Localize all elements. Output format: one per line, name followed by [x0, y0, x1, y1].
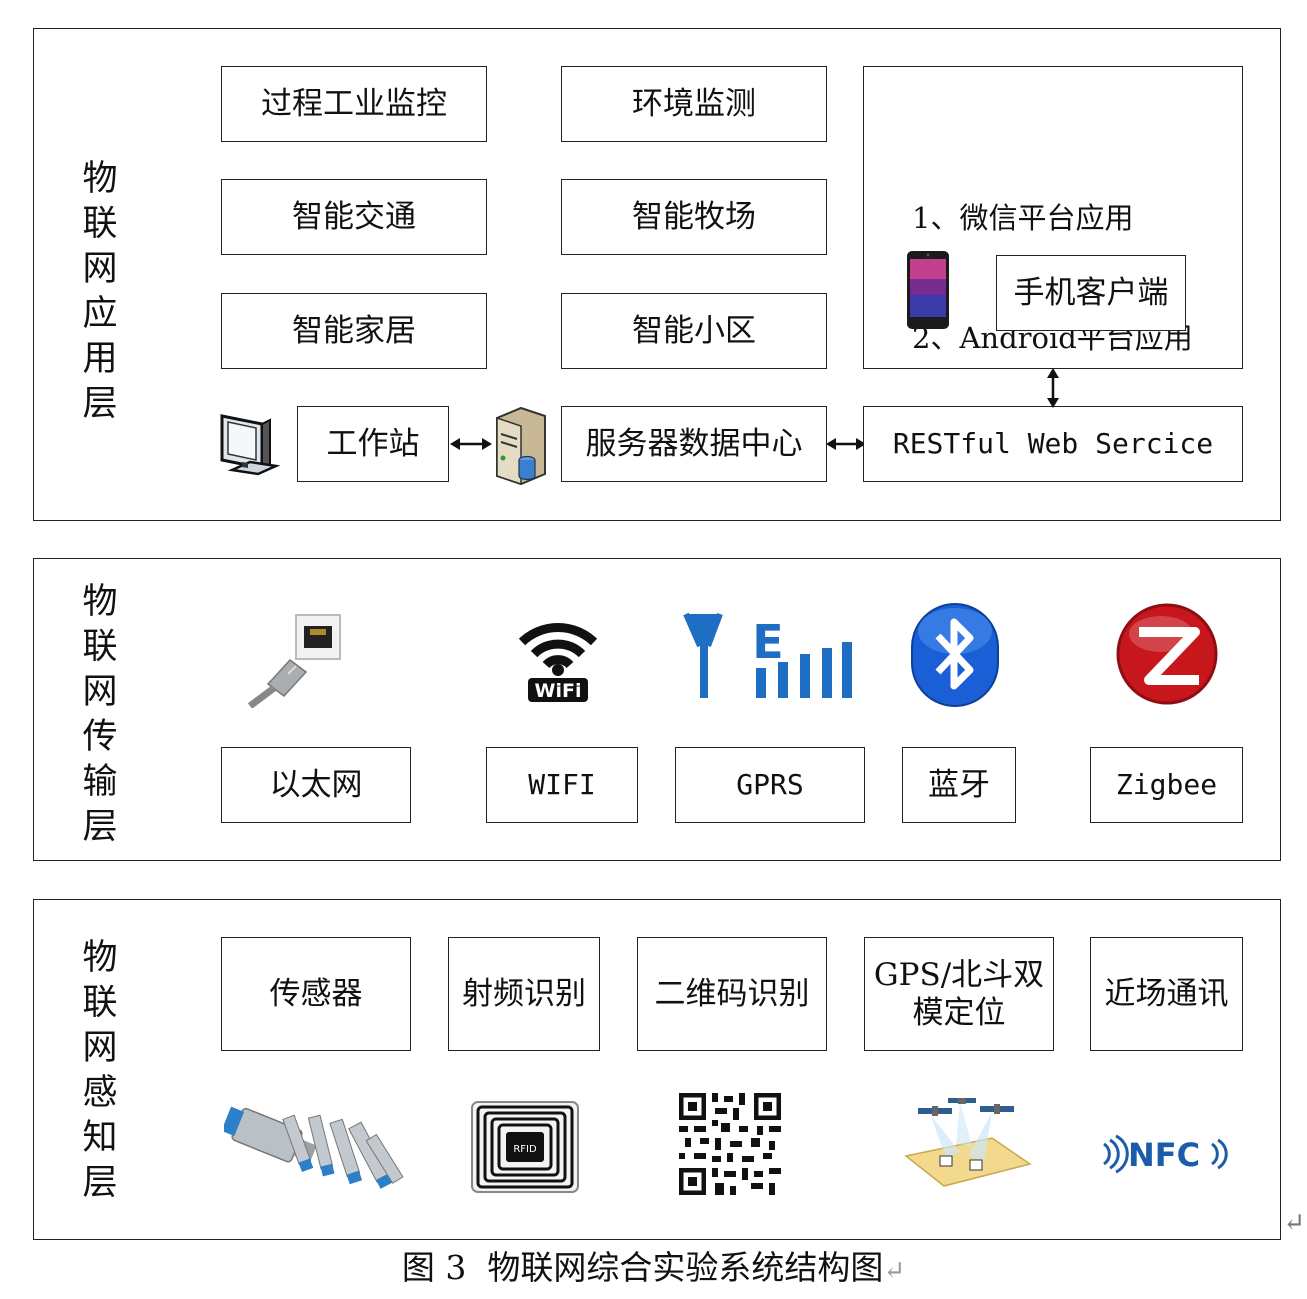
zigbee-box: Zigbee — [1090, 747, 1243, 823]
figure-label: 图 3 — [401, 1248, 467, 1287]
figure-caption: 图 3 物联网综合实验系统结构图↵ — [0, 1246, 1307, 1293]
smart-ranch-box: 智能牧场 — [561, 179, 827, 255]
satellite-positioning-icon — [904, 1098, 1032, 1187]
gprs-signal-icon: E — [683, 612, 852, 698]
smartphone-icon — [907, 251, 949, 329]
industrial-sensors-icon — [224, 1106, 404, 1189]
gps-beidou-box: GPS/北斗双 模定位 — [864, 937, 1054, 1051]
restful-web-service-box: RESTful Web Sercice — [863, 406, 1243, 482]
application-layer-title: 物 联 网 应 用 层 — [82, 159, 118, 424]
gps-beidou-line2: 模定位 — [912, 995, 1006, 1031]
nfc-box: 近场通讯 — [1090, 937, 1243, 1051]
smart-traffic-box: 智能交通 — [221, 179, 487, 255]
workstation-box: 工作站 — [297, 406, 449, 482]
nfc-icon: NFC — [1103, 1134, 1228, 1174]
server-data-center-box: 服务器数据中心 — [561, 406, 827, 482]
bidirectional-arrow-icon — [826, 438, 866, 450]
figure-title: 物联网综合实验系统结构图 — [487, 1248, 884, 1287]
ethernet-port-icon — [247, 614, 341, 708]
wifi-icon-text: WiFi — [535, 680, 582, 702]
paragraph-mark-icon: ↵ — [883, 1256, 906, 1286]
rfid-chip-label: RFID — [513, 1144, 537, 1155]
bluetooth-icon — [911, 603, 999, 707]
sensor-box: 传感器 — [221, 937, 411, 1051]
qr-code-icon — [679, 1093, 781, 1195]
rfid-box: 射频识别 — [448, 937, 600, 1051]
mobile-client-box: 手机客户端 — [996, 255, 1186, 331]
gprs-e-text: E — [752, 615, 783, 669]
paragraph-mark-icon: ↵ — [1283, 1208, 1305, 1238]
platform-list: 1、微信平台应用 2、Android平台应用 — [912, 118, 1193, 398]
smart-community-box: 智能小区 — [561, 293, 827, 369]
bluetooth-box: 蓝牙 — [902, 747, 1016, 823]
bidirectional-arrow-icon — [450, 438, 492, 450]
perception-layer-title: 物 联 网 感 知 层 — [82, 938, 118, 1203]
environment-monitoring-box: 环境监测 — [561, 66, 827, 142]
qrcode-recognition-box: 二维码识别 — [637, 937, 827, 1051]
monitor-icon — [220, 414, 281, 476]
gps-beidou-line1: GPS/北斗双 — [873, 957, 1045, 993]
rfid-tag-icon: RFID — [471, 1101, 579, 1193]
nfc-icon-text: NFC — [1128, 1136, 1200, 1174]
wifi-box: WIFI — [486, 747, 638, 823]
server-database-icon — [496, 406, 546, 486]
platform-item-wechat: 1、微信平台应用 — [912, 201, 1134, 235]
ethernet-box: 以太网 — [221, 747, 411, 823]
transport-layer-title: 物 联 网 传 输 层 — [82, 582, 118, 847]
zigbee-icon — [1116, 603, 1218, 705]
industrial-monitoring-box: 过程工业监控 — [221, 66, 487, 142]
vertical-bidirectional-arrow-icon — [1047, 368, 1059, 408]
wifi-icon: WiFi — [518, 623, 598, 702]
smart-home-box: 智能家居 — [221, 293, 487, 369]
gprs-box: GPRS — [675, 747, 865, 823]
